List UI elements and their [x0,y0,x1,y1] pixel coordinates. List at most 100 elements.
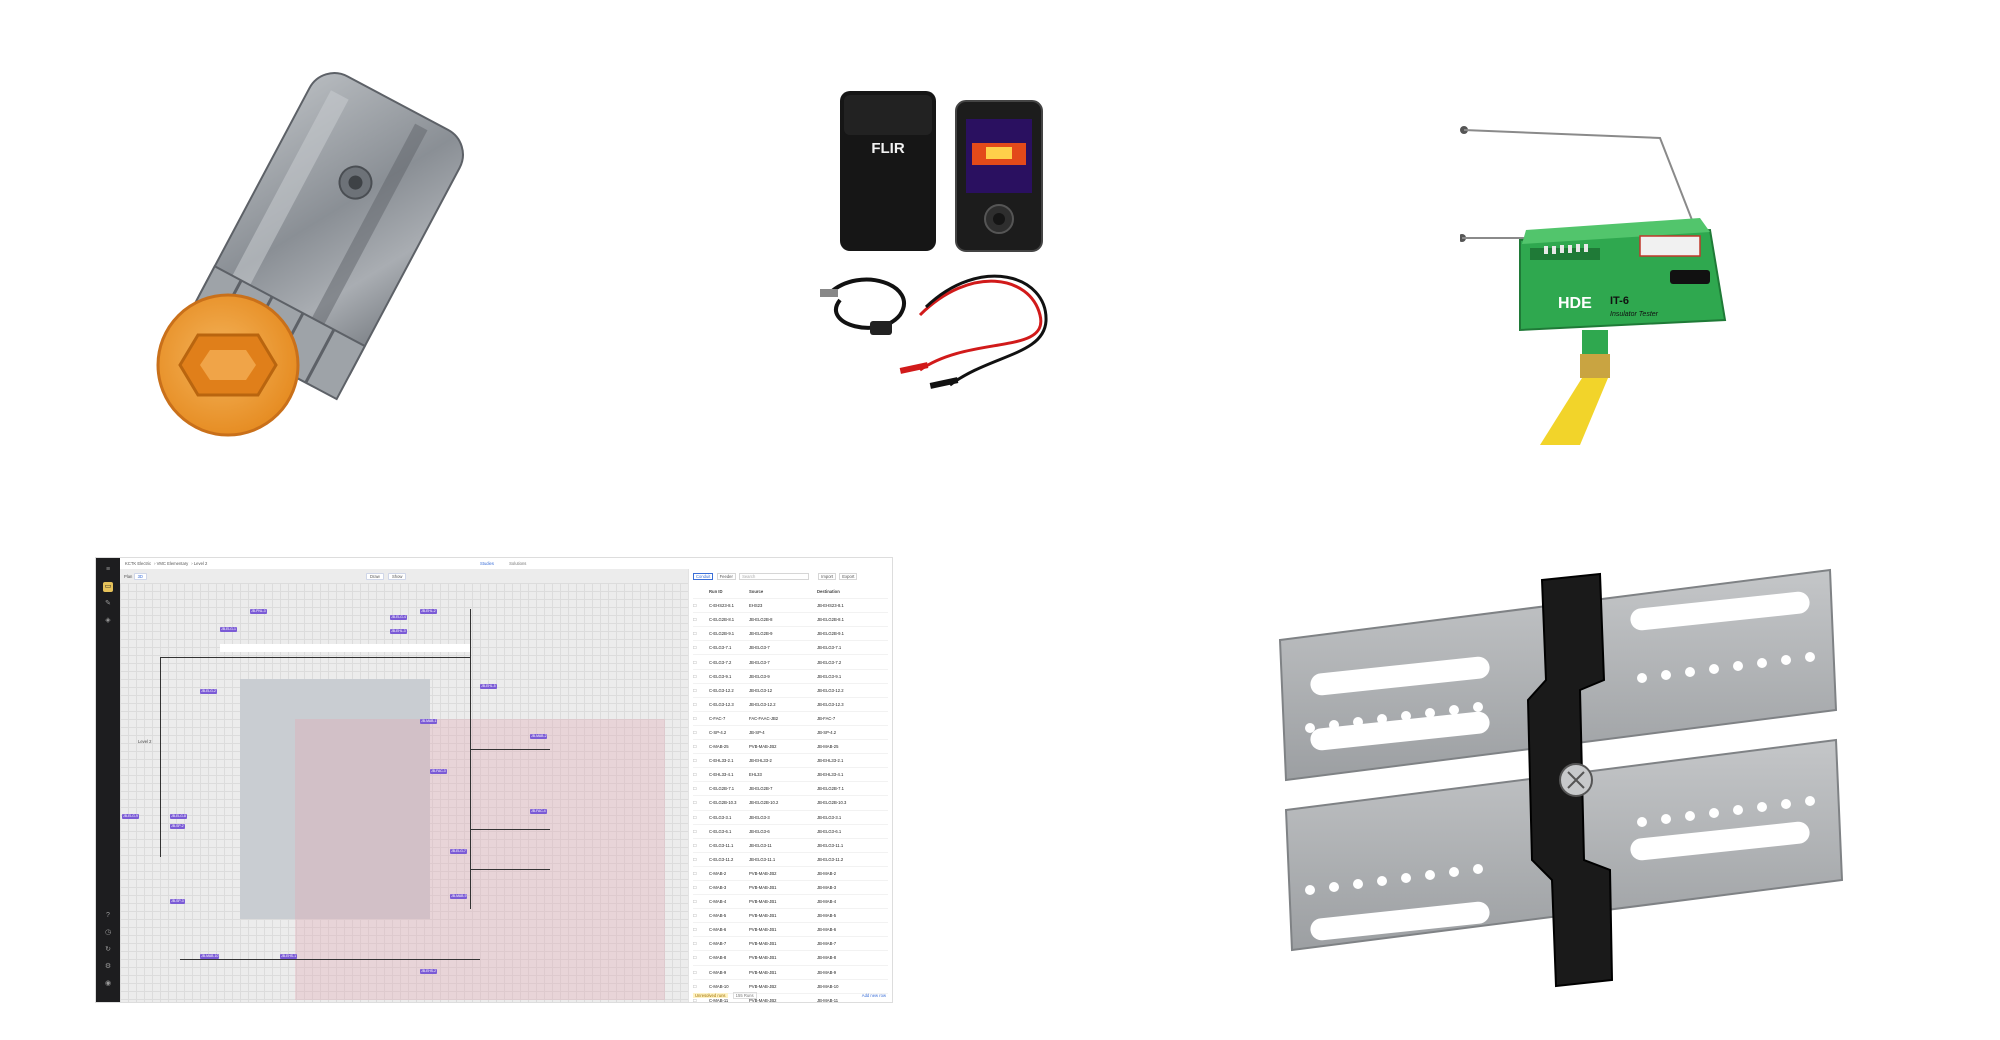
junction-tag[interactable]: JB-MAB-9 [450,894,468,899]
row-checkbox[interactable]: ☐ [693,899,697,905]
user-icon[interactable]: ◉ [104,980,112,987]
row-checkbox[interactable]: ☐ [693,645,697,651]
tab-conduit[interactable]: Conduit [693,573,714,580]
row-checkbox[interactable]: ☐ [693,983,697,989]
product-insulator-tester[interactable]: HDE IT-6 Insulator Tester [1458,120,1760,445]
junction-tag[interactable]: JB-ELG-2 [200,689,217,694]
row-checkbox[interactable]: ☐ [693,631,697,637]
row-checkbox[interactable]: ☐ [693,969,697,975]
col-destination[interactable]: Destination [817,589,840,595]
view-mode-toggle[interactable]: 3D [133,573,147,580]
show-dropdown[interactable]: Show [387,573,407,580]
junction-tag[interactable]: JB-PNL-3 [250,609,267,614]
junction-tag[interactable]: JB-EHL-5 [480,684,497,689]
row-checkbox[interactable]: ☐ [693,701,697,707]
menu-icon[interactable]: ≡ [105,566,111,573]
product-thermal-camera-kit[interactable]: FLIR [800,85,1080,395]
row-checkbox[interactable]: ☐ [693,715,697,721]
junction-tag[interactable]: JB-SP-3 [170,899,185,904]
junction-tag[interactable]: JB-ELG-1 [220,627,237,632]
row-checkbox[interactable]: ☐ [693,828,697,834]
junction-tag[interactable]: JB-MAB-2 [530,734,548,739]
tab-studies[interactable]: Studies [480,561,494,566]
row-checkbox[interactable]: ☐ [693,673,697,679]
help-icon[interactable]: ? [106,912,110,919]
junction-tag[interactable]: JB-MAB-10 [200,954,220,959]
junction-tag[interactable]: JB-EHS-2 [420,969,438,974]
row-checkbox[interactable]: ☐ [693,842,697,848]
row-checkbox[interactable]: ☐ [693,927,697,933]
junction-tag[interactable]: JB-FAC-3 [430,769,447,774]
junction-tag[interactable]: JB-ELG-8 [170,814,187,819]
junction-tag[interactable]: JB-ELG-9 [122,814,139,819]
breadcrumb-org[interactable]: KCTK Electric [125,561,152,566]
row-checkbox[interactable]: ☐ [693,870,697,876]
row-checkbox[interactable]: ☐ [693,814,697,820]
col-run-id[interactable]: Run ID [709,589,723,595]
row-checkbox[interactable]: ☐ [693,800,697,806]
row-checkbox[interactable]: ☐ [693,786,697,792]
pencil-icon[interactable]: ✎ [105,600,111,607]
row-checkbox[interactable]: ☐ [693,758,697,764]
unresolved-badge[interactable]: Unresolved runs [693,993,728,998]
breadcrumb-level[interactable]: Level 2 [193,561,208,566]
sync-icon[interactable]: ↻ [105,946,111,953]
row-checkbox[interactable]: ☐ [693,687,697,693]
junction-tag[interactable]: JB-MAB-1 [420,719,438,724]
row-checkbox[interactable]: ☐ [693,772,697,778]
product-mounting-bracket[interactable] [1270,560,1850,1010]
row-checkbox[interactable]: ☐ [693,941,697,947]
junction-tag[interactable]: JB-FAC-4 [530,809,547,814]
row-checkbox[interactable]: ☐ [693,659,697,665]
junction-tag[interactable]: JB-EHL-3 [390,629,407,634]
export-button[interactable]: Export [839,573,858,580]
tab-feeder[interactable]: Feeder [716,573,736,580]
col-source[interactable]: Source [749,589,764,595]
product-conduit-fitting[interactable] [110,55,490,455]
junction-tag[interactable]: JB-ELG-7 [450,849,467,854]
row-checkbox[interactable]: ☐ [693,856,697,862]
plan-canvas[interactable]: Plan 3D Draw Show JB-PNL-3 JB-ELG-1 JB-E… [120,569,688,1002]
junction-tag[interactable]: JB-EHS-1 [280,954,298,959]
row-checkbox[interactable]: ☐ [693,913,697,919]
row-checkbox[interactable]: ☐ [693,617,697,623]
junction-tag[interactable]: JB-EHL-2 [420,609,437,614]
row-checkbox[interactable]: ☐ [693,603,697,609]
row-checkbox[interactable]: ☐ [693,997,697,1002]
row-checkbox[interactable]: ☐ [693,885,697,891]
layers-icon[interactable]: ◈ [105,617,111,624]
tab-solutions[interactable]: Solutions [509,561,527,566]
draw-dropdown[interactable]: Draw [366,573,384,580]
row-checkbox[interactable]: ☐ [693,744,697,750]
map-icon[interactable]: ▭ [103,582,113,592]
junction-tag[interactable]: JB-SP-2 [170,824,185,829]
row-checkbox[interactable]: ☐ [693,955,697,961]
breadcrumb-project[interactable]: VMC Elementary [156,561,189,566]
